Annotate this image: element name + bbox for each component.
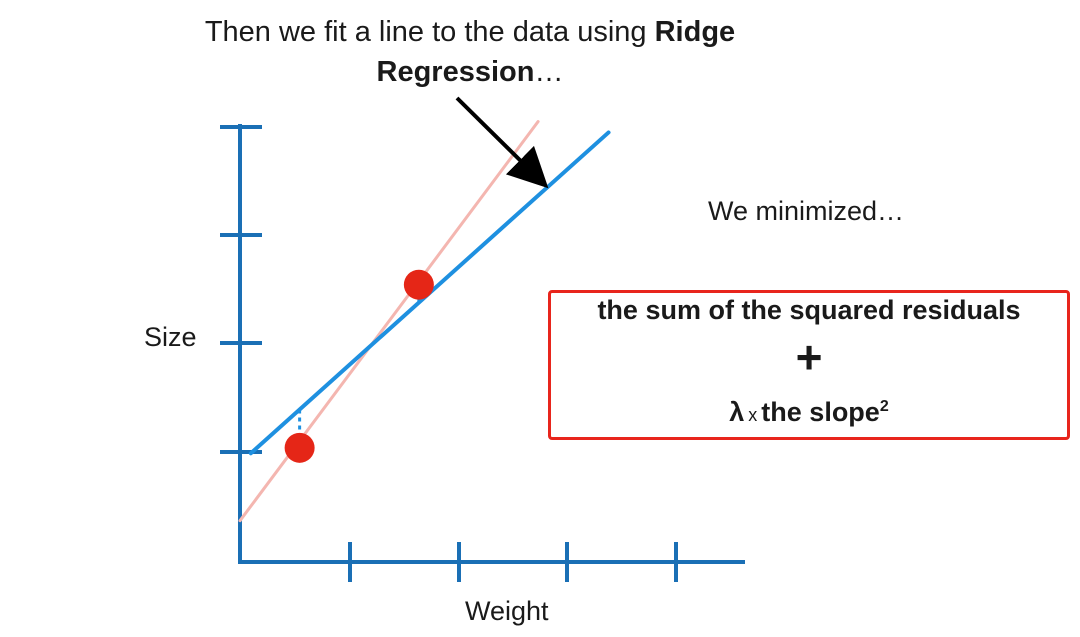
callout-arrow [455, 96, 549, 189]
caption-bold-regression: Regression [376, 56, 535, 88]
caption-bold-ridge: Ridge [654, 16, 736, 48]
formula-times: x [748, 405, 758, 425]
caption-suffix: … [534, 56, 564, 88]
data-point-1 [284, 432, 315, 463]
y-axis-label: Size [144, 322, 197, 352]
caption-line-1: Then we fit a line to the data using Rid… [120, 12, 820, 52]
x-axis-label: Weight [465, 596, 549, 626]
caption: Then we fit a line to the data using Rid… [120, 12, 820, 92]
formula-sum-squared-residuals: the sum of the squared residuals [597, 295, 1021, 325]
formula-lambda: λ [729, 397, 745, 427]
caption-line-2: Regression… [120, 52, 820, 92]
chart-layer [238, 120, 611, 523]
formula-slope: the slope [761, 397, 880, 427]
least-squares-line [238, 120, 540, 523]
caption-prefix: Then we fit a line to the data using [204, 16, 655, 48]
formula-power: 2 [879, 398, 889, 415]
data-point-2 [403, 269, 434, 300]
side-note: We minimized… [708, 196, 905, 226]
formula-plus-sign: + [795, 331, 823, 383]
